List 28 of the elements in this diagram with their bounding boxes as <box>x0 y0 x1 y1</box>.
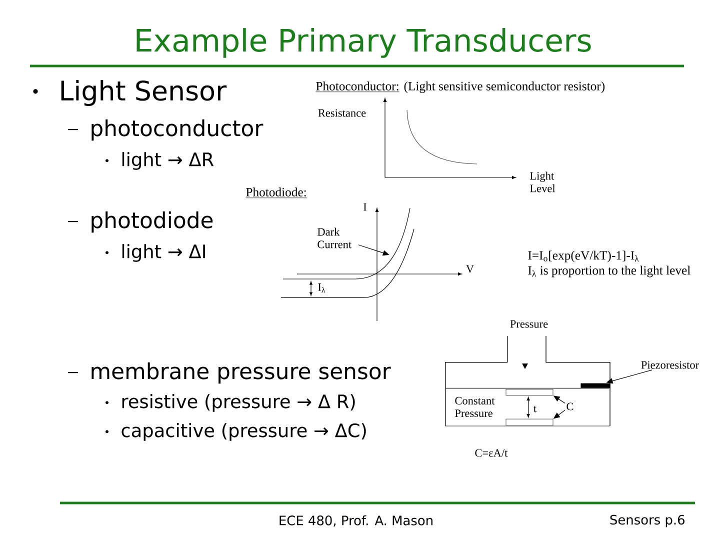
bullet-text: light → ΔR <box>122 152 214 170</box>
page-number: Sensors p.6 <box>610 514 684 528</box>
bullet-text: photodiode <box>92 211 213 233</box>
equation: I=I$_{o}$[exp(eV/kT)-1]-I$_{λ}$ <box>528 250 639 262</box>
axis-label: I <box>364 203 366 211</box>
bullet-text: light → ΔI <box>122 244 205 262</box>
bullet-text: photoconductor <box>92 119 264 141</box>
bullet-text: Light Sensor <box>61 80 227 106</box>
dimension-label: t <box>534 406 536 412</box>
note-text: I$_{λ}$ is proportion to the light level <box>528 266 690 278</box>
axis-label: Light Level <box>530 172 556 192</box>
bullet-text: capacitive (pressure → ΔC) <box>122 423 366 441</box>
slide-title: Example Primary Transducers <box>136 28 591 58</box>
figure-heading: Photoconductor: <box>316 82 400 92</box>
footer-text: ECE 480, Prof. A. Mason <box>280 515 432 527</box>
figure-heading: Photodiode: <box>246 188 308 198</box>
figure-subtitle: (Light sensitive semiconductor resistor) <box>404 82 605 94</box>
chamber-label: Constant Pressure <box>455 396 495 418</box>
callout-label: C <box>566 402 574 410</box>
bullet-text: membrane pressure sensor <box>92 362 391 384</box>
pressure-label: Pressure <box>510 320 548 328</box>
equation: C=εA/t <box>475 449 508 457</box>
axis-label: V <box>466 265 474 273</box>
bullet-text: resistive (pressure → Δ R) <box>122 394 355 412</box>
capacitor-plate <box>506 389 554 396</box>
axis-label: Resistance <box>318 109 366 117</box>
callout-label: Piezoresistor <box>641 361 699 369</box>
capacitor-plate <box>506 418 554 426</box>
